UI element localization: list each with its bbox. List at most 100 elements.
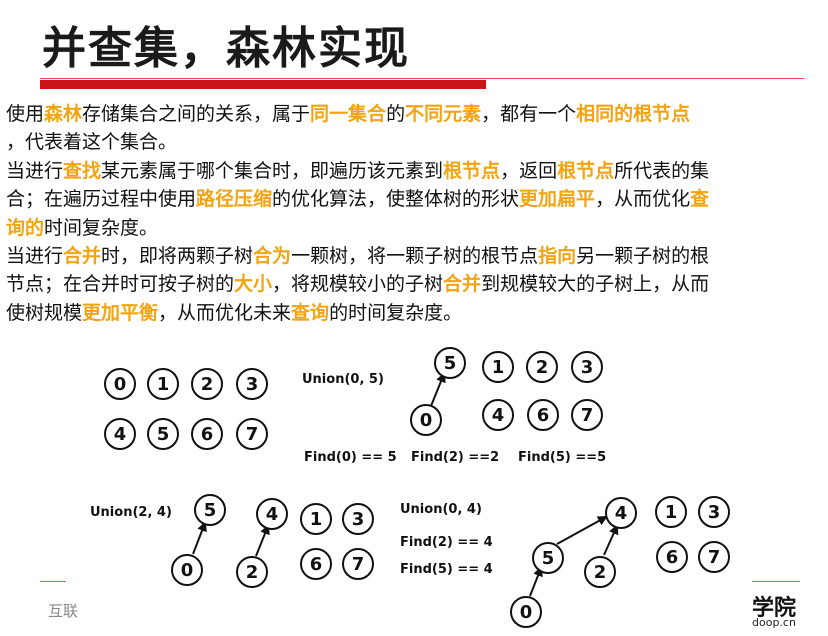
node-label: 3 (246, 374, 259, 395)
highlight-term: 森林 (44, 103, 83, 125)
node-label: 1 (157, 374, 170, 395)
text-segment: 到规模较大的子树上，从而 (481, 273, 710, 296)
text-segment: 的 (386, 103, 406, 125)
node-label: 6 (666, 547, 679, 568)
node-s1-0 (104, 368, 136, 400)
node-s2-7 (571, 399, 603, 431)
node-s3-2 (236, 556, 268, 588)
body-text: 使用森林存储集合之间的关系，属于同一集合的不同元素，都有一个相同的根节点 ，代表着… (6, 100, 828, 327)
edge-2-to-4-b (603, 524, 619, 556)
edge-2-to-4 (255, 524, 270, 557)
node-label: 4 (266, 504, 279, 525)
node-label: 2 (536, 357, 549, 378)
node-s4-3 (698, 496, 730, 528)
highlight-term: 合并 (63, 244, 102, 267)
footer-rule-right (752, 581, 800, 582)
text-line: 当进行合并时，即将两颗子树合为一颗树，将一颗子树的根节点指向另一颗子树的根 (6, 242, 828, 270)
node-s4-7 (698, 541, 730, 573)
node-label: 2 (594, 562, 607, 583)
node-label: 0 (520, 602, 533, 623)
node-label: 2 (201, 374, 214, 395)
node-s4-6 (656, 541, 688, 573)
node-s3-5 (194, 494, 226, 526)
highlight-term: 根节点 (443, 159, 501, 182)
label-find-5-a: Find(5) ==5 (518, 450, 606, 465)
highlight-term: 大小 (234, 273, 273, 296)
text-line: 询的时间复杂度。 (6, 214, 828, 242)
node-s3-6 (300, 548, 332, 580)
node-label: 2 (246, 562, 259, 583)
node-s3-7 (342, 548, 374, 580)
edge-5-to-4 (556, 516, 608, 545)
node-label: 4 (114, 424, 127, 445)
node-label: 1 (310, 509, 323, 530)
text-segment: 使用 (6, 103, 45, 125)
title-rule-thick (40, 80, 486, 89)
node-s2-4 (482, 399, 514, 431)
node-s2-0 (410, 404, 442, 436)
highlight-term: 查询 (291, 301, 330, 324)
node-s3-1 (300, 503, 332, 535)
node-s4-0 (510, 596, 542, 628)
text-segment: ，代表着这个集合。 (6, 131, 178, 154)
node-label: 3 (708, 502, 721, 523)
node-s4-2 (584, 556, 616, 588)
highlight-term: 更加平衡 (82, 301, 159, 324)
highlight-term: 同一集合 (310, 103, 387, 125)
union-find-diagram: Union(0, 5) Find(0) == 5 Find(2) ==2 Fin… (90, 347, 730, 628)
node-s4-5 (532, 542, 564, 574)
node-s1-1 (147, 368, 179, 400)
node-label: 7 (352, 554, 365, 575)
edge-0-to-5-b (529, 566, 543, 597)
highlight-term: 查找 (63, 159, 102, 182)
text-segment: 当进行 (6, 244, 64, 267)
label-find-2-a: Find(2) ==2 (411, 450, 499, 465)
node-label: 1 (492, 357, 505, 378)
node-s4-4 (605, 497, 637, 529)
node-s2-3 (571, 351, 603, 383)
node-label: 4 (615, 503, 628, 524)
node-s1-4 (104, 418, 136, 450)
node-s3-4 (256, 498, 288, 530)
label-find-5-b: Find(5) == 4 (400, 562, 493, 577)
text-segment: 当进行 (6, 159, 64, 182)
text-segment: 一颗树，将一颗子树的根节点 (291, 244, 539, 267)
text-segment: 节点；在合并时可按子树的 (6, 273, 235, 296)
node-s3-3 (342, 503, 374, 535)
node-label: 0 (181, 560, 194, 581)
node-s2-5 (434, 347, 466, 379)
node-label: 4 (492, 405, 505, 426)
node-label: 7 (246, 424, 259, 445)
footer-rule-left (40, 581, 66, 582)
node-label: 0 (114, 374, 127, 395)
node-label: 6 (537, 405, 550, 426)
text-segment: 的时间复杂度。 (329, 301, 463, 324)
highlight-term: 路径压缩 (196, 188, 273, 211)
node-label: 6 (201, 424, 214, 445)
footer-brand: 学院 (752, 596, 797, 621)
node-label: 7 (581, 405, 594, 426)
label-union-2-4: Union(2, 4) (90, 505, 172, 520)
text-line: 使用森林存储集合之间的关系，属于同一集合的不同元素，都有一个相同的根节点 (6, 100, 828, 128)
text-line: 节点；在合并时可按子树的大小，将规模较小的子树合并到规模较大的子树上，从而 (6, 270, 828, 298)
page-title: 并查集，森林实现 (42, 23, 410, 74)
text-line: 当进行查找某元素属于哪个集合时，即遍历该元素到根节点，返回根节点所代表的集 (6, 157, 828, 185)
highlight-term: 不同元素 (405, 103, 482, 125)
node-label: 3 (352, 509, 365, 530)
highlight-term: 更加扁平 (519, 188, 596, 211)
text-line: ，代表着这个集合。 (6, 128, 828, 156)
node-s3-0 (171, 554, 203, 586)
highlight-term: 合为 (253, 244, 292, 267)
node-s2-2 (526, 351, 558, 383)
label-find-0: Find(0) == 5 (304, 450, 397, 465)
label-union-0-5: Union(0, 5) (302, 372, 384, 387)
edge-0-to-5 (430, 372, 446, 407)
node-s2-6 (527, 399, 559, 431)
label-find-2-b: Find(2) == 4 (400, 535, 493, 550)
text-segment: ，从而优化 (595, 188, 691, 211)
text-line: 合；在遍历过程中使用路径压缩的优化算法，使整体树的形状更加扁平，从而优化查 (6, 185, 828, 213)
edge-5-to-4-less (192, 521, 207, 555)
text-line: 使树规模更加平衡，从而优化未来查询的时间复杂度。 (6, 299, 828, 327)
text-segment: 存储集合之间的关系，属于 (82, 103, 311, 125)
node-label: 5 (444, 353, 457, 374)
